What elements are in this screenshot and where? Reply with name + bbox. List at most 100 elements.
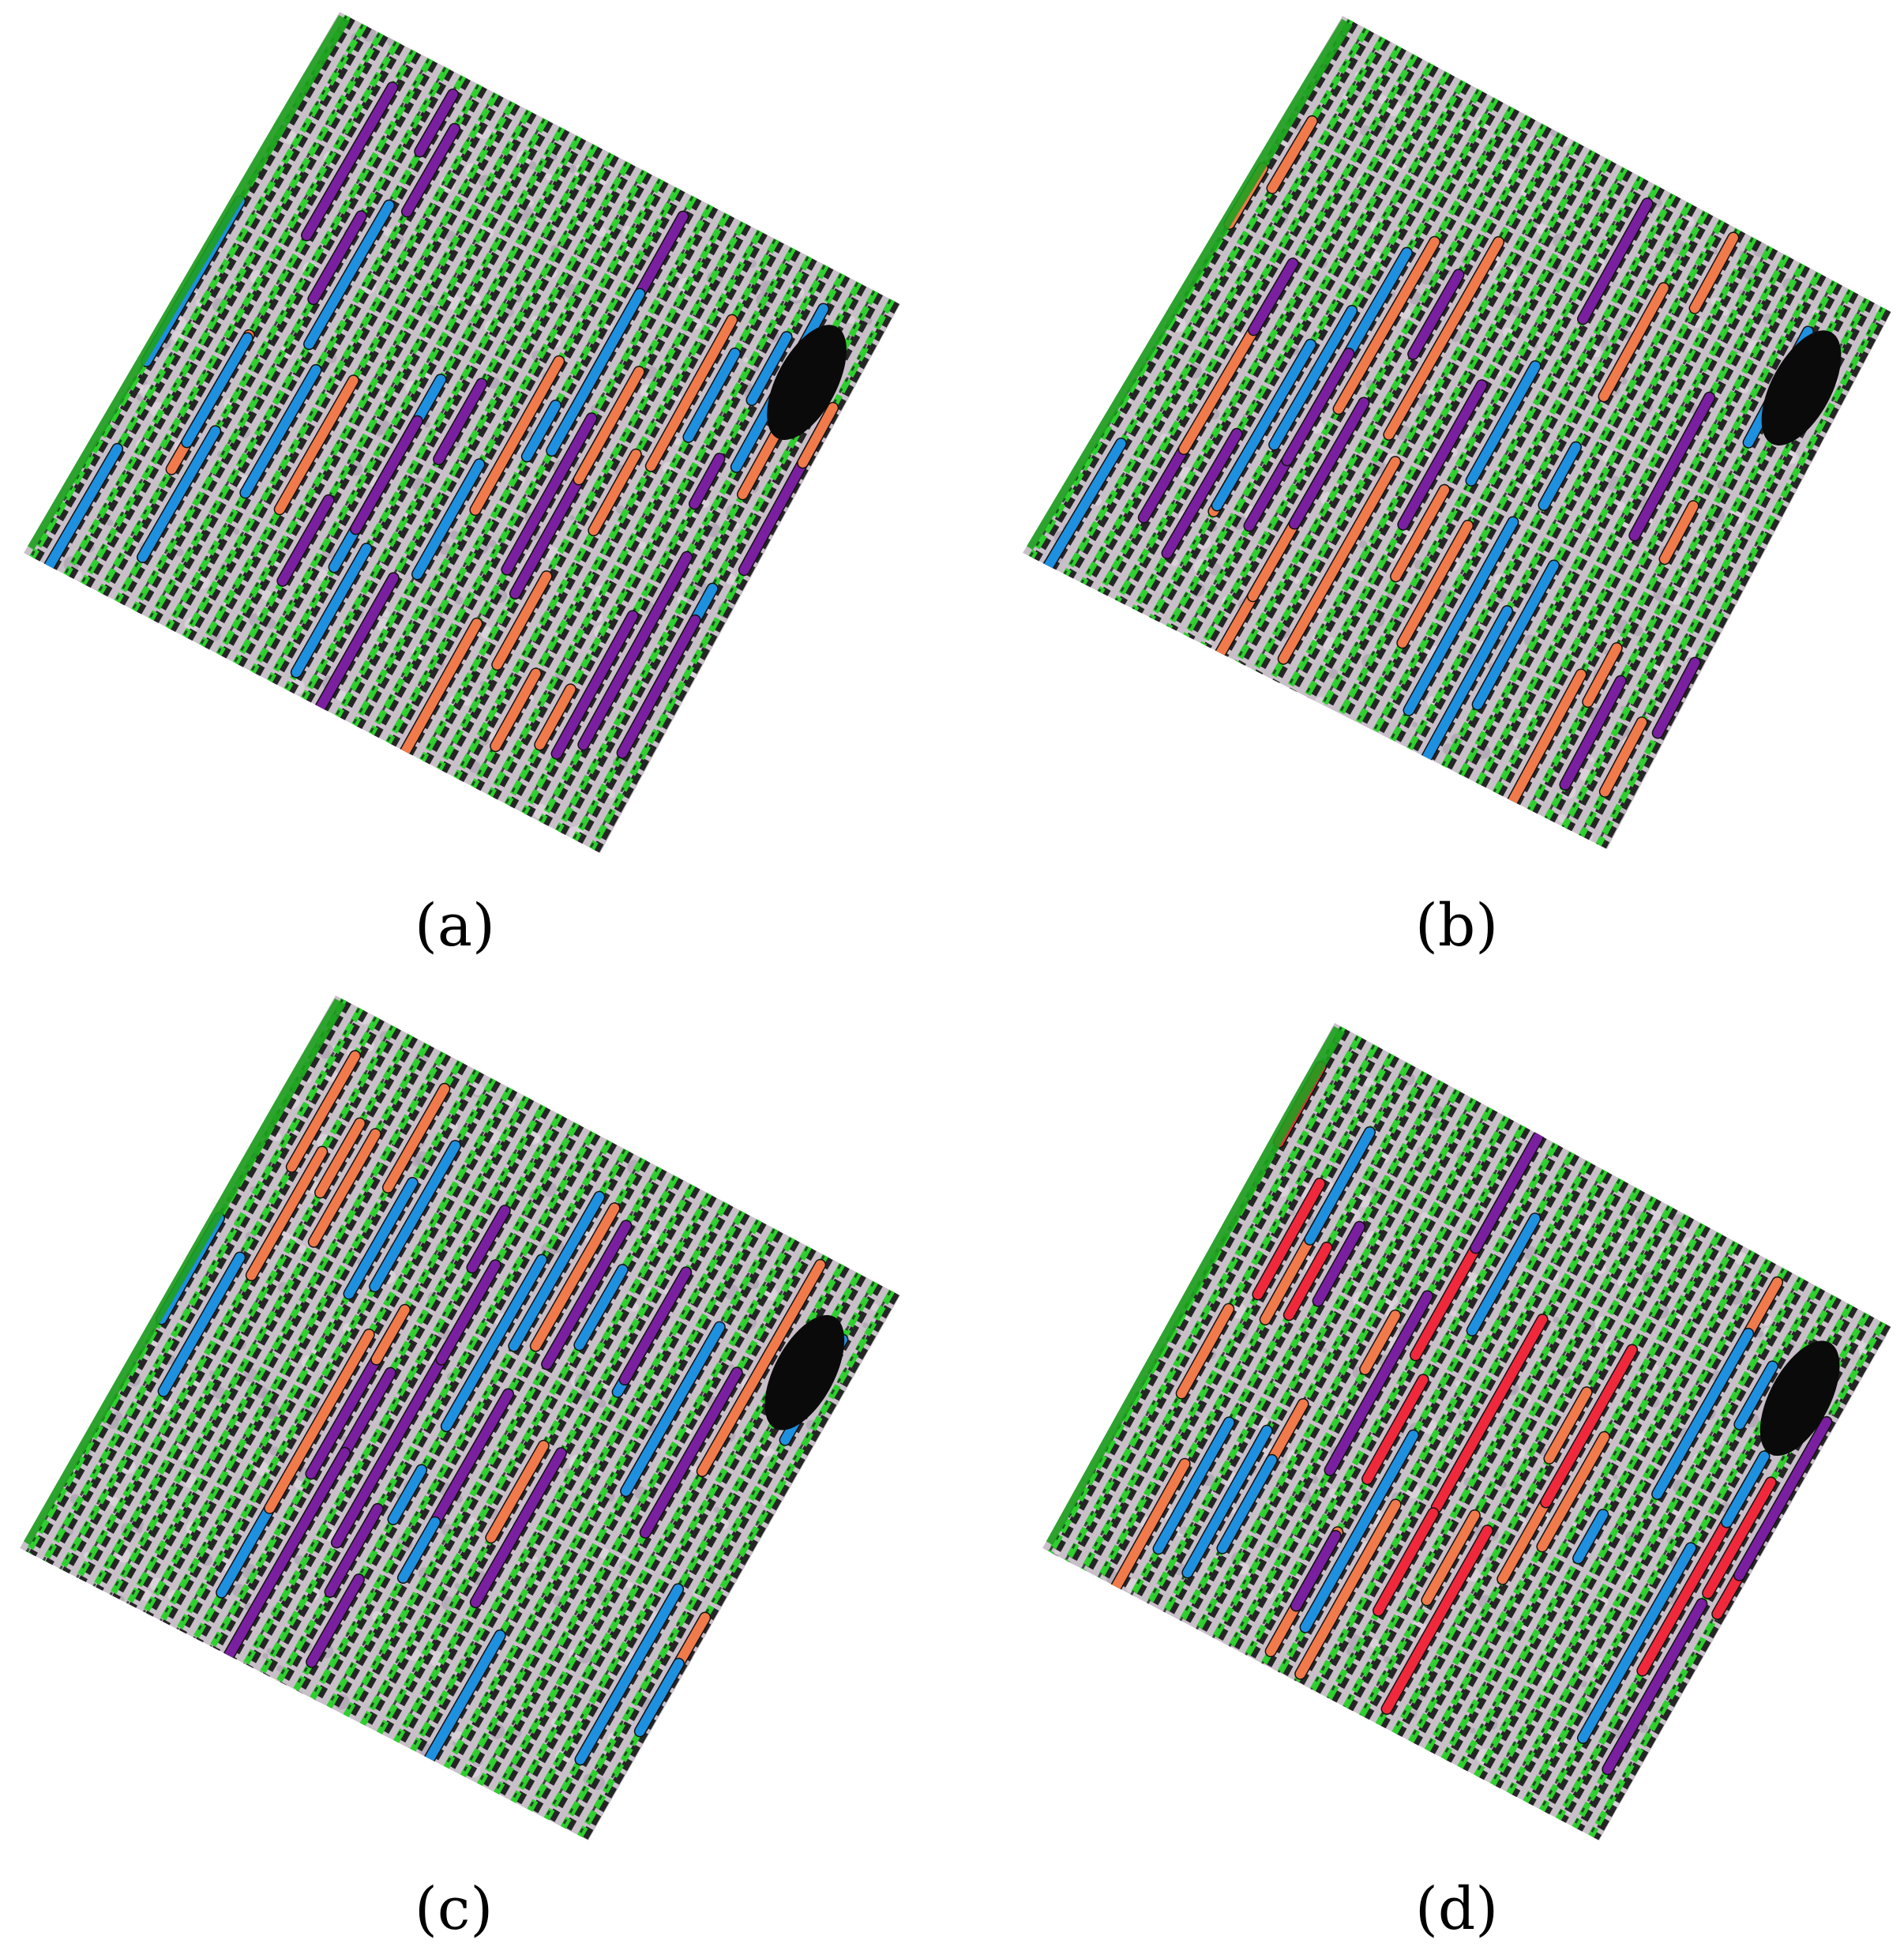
classified-row-segment xyxy=(287,1051,360,1172)
classified-row-segment xyxy=(1602,1599,1707,1774)
classified-row-segment xyxy=(412,459,484,579)
classified-row-segment xyxy=(646,315,737,472)
classified-row-segment xyxy=(1583,643,1622,707)
classified-row-segment xyxy=(588,449,641,536)
classified-row-segment xyxy=(44,444,122,571)
classified-row-segment xyxy=(640,1367,742,1538)
classified-row-segment xyxy=(492,571,552,670)
classified-row-segment xyxy=(1421,1510,1480,1605)
caption-b: (b) xyxy=(1415,892,1499,960)
classified-row-segment xyxy=(304,201,394,349)
classified-row-segment xyxy=(302,82,397,240)
classified-row-segment xyxy=(1373,1508,1438,1616)
classified-row-segment xyxy=(1600,717,1647,797)
classified-row-segment xyxy=(434,378,486,464)
classified-row-segment xyxy=(546,289,644,456)
classified-row-segment xyxy=(1217,1455,1277,1554)
classified-row-segment xyxy=(1578,198,1652,324)
classified-row-segment xyxy=(1734,1361,1778,1430)
classified-row-segment xyxy=(1629,393,1714,540)
classified-row-segment xyxy=(1541,1345,1637,1507)
vineyard-classification-map-c xyxy=(20,995,900,1840)
classified-row-segment xyxy=(747,332,792,405)
classified-row-segment xyxy=(471,1448,566,1607)
classified-row-segment xyxy=(578,552,692,750)
classified-row-segment xyxy=(1362,1374,1429,1484)
classified-row-segment xyxy=(1245,457,1291,531)
classified-row-segment xyxy=(223,1448,350,1660)
classified-row-segment xyxy=(1384,237,1504,440)
vineyard-classification-map-d xyxy=(1042,1023,1891,1840)
classified-row-segment xyxy=(1653,658,1700,738)
classified-row-segment xyxy=(1269,306,1357,449)
classified-row-segment xyxy=(1539,442,1581,510)
classified-row-segment xyxy=(1182,1426,1272,1577)
classified-row-segment xyxy=(1432,1314,1548,1513)
classified-row-segment xyxy=(291,543,371,678)
classified-row-segment xyxy=(1295,1499,1401,1679)
panel-b-image xyxy=(995,0,1903,869)
classified-row-segment xyxy=(1544,1387,1592,1464)
classified-row-segment xyxy=(1470,1132,1543,1253)
classified-row-segment xyxy=(240,365,321,498)
classified-row-segment xyxy=(1154,1417,1234,1554)
classified-row-segment xyxy=(1391,485,1449,581)
classified-row-segment xyxy=(216,1500,276,1598)
caption-d: (d) xyxy=(1415,1875,1499,1943)
classified-row-segment xyxy=(402,124,460,216)
classified-row-segment xyxy=(576,1584,683,1765)
classified-row-segment xyxy=(1690,232,1738,314)
classified-row-segment xyxy=(351,416,422,534)
classified-row-segment xyxy=(1660,501,1699,564)
classified-row-segment xyxy=(1578,1543,1696,1743)
classified-row-segment xyxy=(1703,1477,1776,1598)
panel-a-image xyxy=(0,0,932,869)
classified-row-segment xyxy=(1652,1329,1753,1499)
classified-row-segment xyxy=(1560,676,1626,790)
classified-row-segment xyxy=(1162,429,1242,558)
classified-row-segment xyxy=(531,1203,620,1351)
vineyard-classification-map-a xyxy=(24,12,900,853)
classified-row-segment xyxy=(344,1178,418,1299)
classified-row-segment xyxy=(1408,269,1463,359)
classified-row-segment xyxy=(522,400,561,461)
classified-row-segment xyxy=(574,367,644,484)
classified-row-segment xyxy=(635,1659,684,1736)
classified-row-segment xyxy=(1573,1509,1608,1563)
classified-row-segment xyxy=(1508,669,1586,806)
classified-row-segment xyxy=(1043,438,1126,571)
classified-row-segment xyxy=(552,611,638,759)
classified-row-segment xyxy=(370,1141,460,1291)
classified-row-segment xyxy=(1252,1178,1325,1299)
classified-row-segment xyxy=(415,89,458,156)
classified-row-segment xyxy=(535,684,576,750)
classified-row-segment xyxy=(389,1465,426,1524)
classified-row-segment xyxy=(1466,361,1541,486)
classified-row-segment xyxy=(1305,1127,1375,1245)
classified-row-segment xyxy=(467,1205,510,1272)
caption-c: (c) xyxy=(415,1875,494,1943)
classified-row-segment xyxy=(470,356,564,515)
classified-row-segment xyxy=(1249,258,1297,335)
classified-row-segment xyxy=(275,375,359,514)
classified-row-segment xyxy=(1398,380,1487,530)
dark-shadow-patch xyxy=(767,325,847,440)
classified-row-segment xyxy=(309,1129,381,1247)
vineyard-classification-map-b xyxy=(1023,16,1891,849)
classified-row-segment xyxy=(371,1305,410,1365)
caption-a: (a) xyxy=(415,892,495,960)
classified-row-segment xyxy=(246,1147,327,1280)
classified-row-segment xyxy=(1301,1430,1418,1633)
classified-row-segment xyxy=(697,1260,825,1476)
classified-row-segment xyxy=(265,1329,374,1513)
classified-row-segment xyxy=(621,1322,725,1496)
classified-row-segment xyxy=(137,426,220,562)
classified-row-segment xyxy=(383,1084,449,1193)
classified-row-segment xyxy=(1291,1531,1341,1611)
classified-row-segment xyxy=(424,1630,505,1764)
classified-row-segment xyxy=(1279,457,1400,664)
classified-row-segment xyxy=(501,413,596,575)
classified-row-segment xyxy=(1177,1304,1234,1399)
classified-row-segment xyxy=(542,1220,631,1370)
classified-row-segment xyxy=(509,1192,604,1351)
